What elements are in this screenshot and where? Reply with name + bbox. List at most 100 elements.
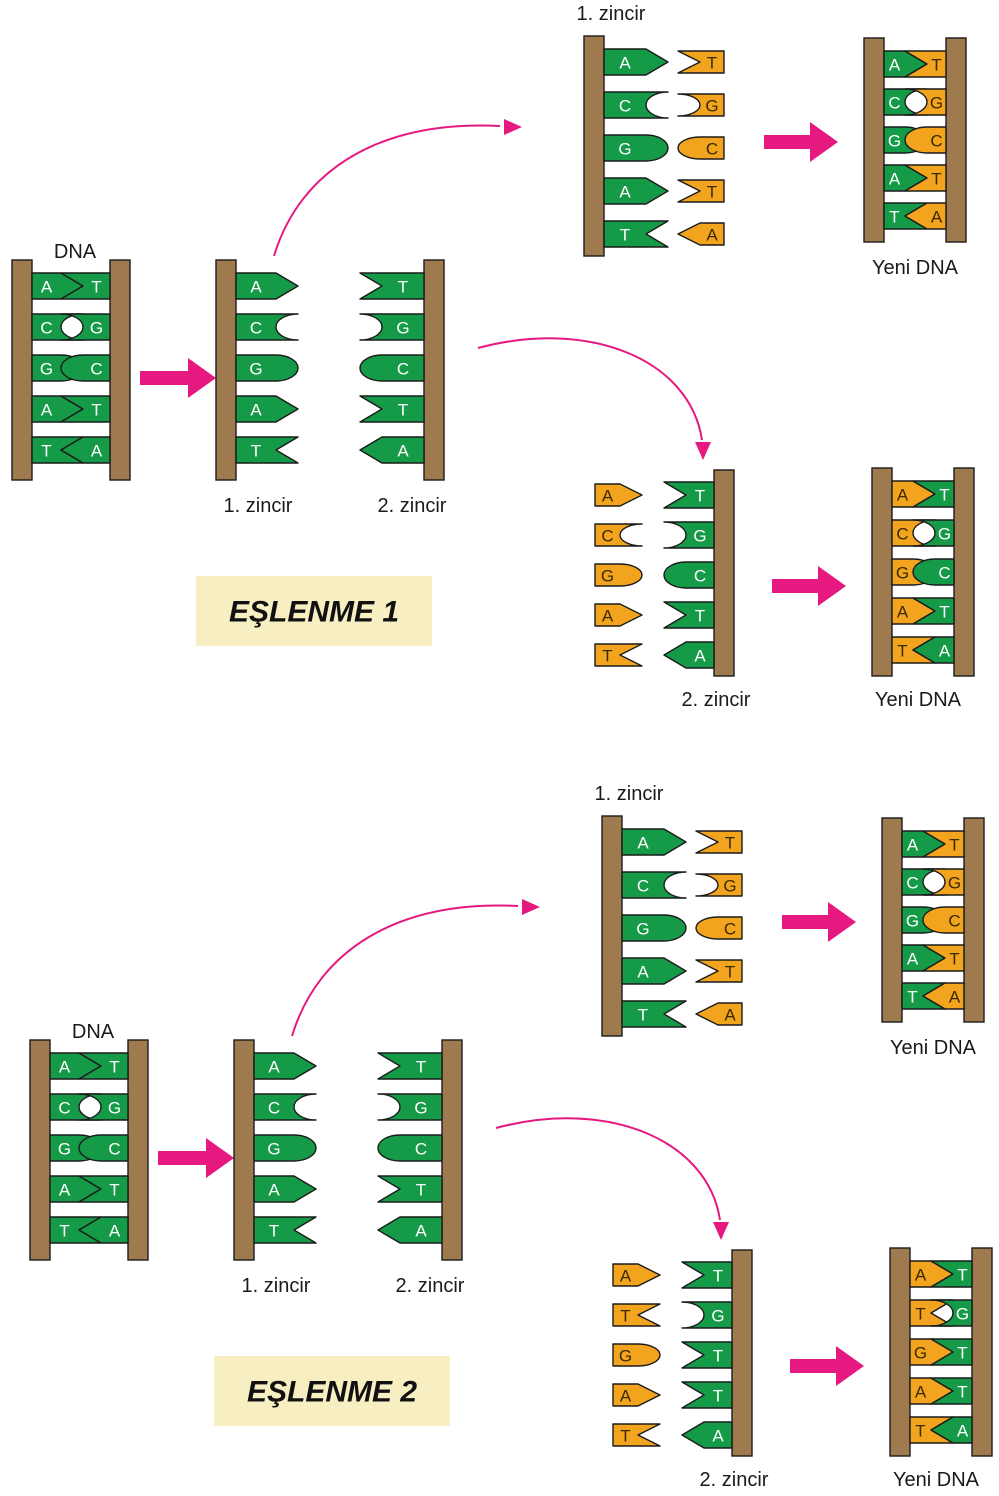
bottom-template-backbone bbox=[732, 1250, 752, 1456]
bottom-incoming-base-0-letter: A bbox=[620, 1267, 632, 1286]
strand1-backbone bbox=[216, 260, 236, 480]
scenario-title: EŞLENME 1 bbox=[229, 596, 399, 629]
bottom-incoming-base-4-letter: T bbox=[602, 647, 612, 666]
bottom-new-dna-pair-3-right-letter: T bbox=[957, 1383, 967, 1402]
original-dna-pair-0-right-letter: T bbox=[91, 278, 101, 297]
top-incoming-base-1-letter: G bbox=[723, 877, 736, 896]
top-template-base-1-shape bbox=[622, 872, 686, 898]
strand1-base-1-shape bbox=[254, 1094, 316, 1120]
strand1-base-0-letter: A bbox=[250, 278, 262, 297]
bottom-template-base-4-letter: A bbox=[694, 647, 706, 666]
strand2-base-2-letter: C bbox=[415, 1140, 427, 1159]
bottom-new-dna-pair-3-right-letter: T bbox=[939, 603, 949, 622]
bottom-new-dna-pair-2-left-letter: G bbox=[896, 564, 909, 583]
bottom-new-dna-pair-0-left-letter: A bbox=[897, 486, 909, 505]
top-new-dna-pair-3-right-letter: T bbox=[949, 950, 959, 969]
original-dna-pair-3-right-letter: T bbox=[109, 1181, 119, 1200]
bottom-incoming-base-2-letter: G bbox=[601, 567, 614, 586]
original-dna-pair-3-right-letter: T bbox=[91, 401, 101, 420]
strand1-base-2-letter: G bbox=[249, 360, 262, 379]
top-new-dna-pair-0-right-letter: T bbox=[949, 836, 959, 855]
bottom-template-base-0-letter: T bbox=[695, 487, 705, 506]
top-template-base-4-letter: T bbox=[638, 1006, 648, 1025]
top-new-dna-pair-2-right-letter: C bbox=[948, 912, 960, 931]
top-new-dna-left-backbone bbox=[882, 818, 902, 1022]
bottom-new-dna-left-backbone bbox=[872, 468, 892, 676]
top-template-base-4-shape bbox=[622, 1001, 686, 1027]
bottom-template-base-0-shape bbox=[664, 482, 714, 508]
strand2-base-0-shape bbox=[378, 1053, 442, 1079]
bottom-new-dna-pair-3-left-letter: A bbox=[915, 1383, 927, 1402]
bottom-template-base-3-shape bbox=[682, 1382, 732, 1408]
strand1-base-1-shape bbox=[236, 314, 298, 340]
top-ligation-arrow bbox=[782, 902, 856, 942]
strand1-base-2-letter: G bbox=[267, 1140, 280, 1159]
bottom-new-dna-pair-2-left-letter: G bbox=[914, 1344, 927, 1363]
bottom-new-dna-pair-0-left-letter: A bbox=[915, 1266, 927, 1285]
bottom-template-base-4-letter: A bbox=[712, 1427, 724, 1446]
strand2-base-4-letter: A bbox=[397, 442, 409, 461]
bottom-new-dna-right-backbone bbox=[972, 1248, 992, 1456]
bottom-template-base-3-shape bbox=[664, 602, 714, 628]
top-template-base-3-letter: A bbox=[619, 183, 631, 202]
strand2-base-4-letter: A bbox=[415, 1222, 427, 1241]
arrow-to-top-head bbox=[504, 119, 522, 135]
original-dna-pair-0-left-letter: A bbox=[59, 1058, 71, 1077]
bottom-ligation-arrow bbox=[790, 1346, 864, 1386]
top-template-base-2-shape bbox=[622, 915, 686, 941]
top-template-base-0-letter: A bbox=[619, 54, 631, 73]
top-new-dna-pair-1-left-letter: C bbox=[888, 94, 900, 113]
top-new-dna-pair-3-left-letter: A bbox=[889, 170, 901, 189]
strand2-base-1-shape bbox=[360, 314, 424, 340]
bottom-new-dna-pair-2-right-letter: T bbox=[957, 1344, 967, 1363]
top-new-dna-pair-0-left-letter: A bbox=[889, 56, 901, 75]
top-new-dna-pair-3-right-letter: T bbox=[931, 170, 941, 189]
strand2-base-3-shape bbox=[360, 396, 424, 422]
top-incoming-base-3-letter: T bbox=[725, 963, 735, 982]
bottom-incoming-base-0-letter: A bbox=[602, 487, 614, 506]
bottom-new-dna-pair-3-left-letter: A bbox=[897, 603, 909, 622]
scenario-title: EŞLENME 2 bbox=[247, 1376, 417, 1409]
top-incoming-base-4-letter: A bbox=[724, 1006, 736, 1025]
top-template-base-0-shape bbox=[604, 49, 668, 75]
arrow-to-top bbox=[292, 906, 518, 1036]
original-dna-pair-1-left-letter: C bbox=[58, 1099, 70, 1118]
bottom-template-base-1-letter: G bbox=[711, 1307, 724, 1326]
top-new-dna-pair-4-left-letter: T bbox=[889, 208, 899, 227]
separation-arrow bbox=[140, 358, 216, 398]
strand1-base-3-letter: A bbox=[250, 401, 262, 420]
top-incoming-base-2-letter: C bbox=[706, 140, 718, 159]
top-new-dna-pair-0-left-letter: A bbox=[907, 836, 919, 855]
top-incoming-base-4-letter: A bbox=[706, 226, 718, 245]
strand2-base-2-letter: C bbox=[397, 360, 409, 379]
original-dna-pair-0-right-letter: T bbox=[109, 1058, 119, 1077]
top-template-base-0-shape bbox=[622, 829, 686, 855]
top-new-dna-pair-4-right-letter: A bbox=[949, 988, 961, 1007]
strand1-base-0-shape bbox=[236, 273, 298, 299]
bottom-new-dna-label: Yeni DNA bbox=[893, 1469, 980, 1491]
strand2-base-0-shape bbox=[360, 273, 424, 299]
original-dna-pair-2-right-letter: C bbox=[108, 1140, 120, 1159]
bottom-incoming-base-4-letter: T bbox=[620, 1427, 630, 1446]
original-dna-left-backbone bbox=[12, 260, 32, 480]
original-dna-pair-2-left-letter: G bbox=[58, 1140, 71, 1159]
bottom-template-base-1-letter: G bbox=[693, 527, 706, 546]
top-template-base-1-shape bbox=[604, 92, 668, 118]
strand1-base-4-shape bbox=[236, 437, 298, 463]
bottom-template-base-4-shape bbox=[664, 642, 714, 668]
top-template-base-3-shape bbox=[604, 178, 668, 204]
strand1-base-0-shape bbox=[254, 1053, 316, 1079]
top-new-dna-label: Yeni DNA bbox=[872, 257, 959, 279]
strand2-base-1-shape bbox=[378, 1094, 442, 1120]
original-dna-pair-1-left-letter: C bbox=[40, 319, 52, 338]
strand1-backbone bbox=[234, 1040, 254, 1260]
strand2-backbone bbox=[442, 1040, 462, 1260]
original-dna-pair-4-left-letter: T bbox=[59, 1222, 69, 1241]
top-template-base-3-letter: A bbox=[637, 963, 649, 982]
top-template-base-0-letter: A bbox=[637, 834, 649, 853]
bottom-new-dna-pair-0-right-letter: T bbox=[939, 486, 949, 505]
strand2-base-2-shape bbox=[360, 355, 424, 381]
strand2-base-0-letter: T bbox=[398, 278, 408, 297]
original-dna-pair-4-left-letter: T bbox=[41, 442, 51, 461]
bottom-new-dna-left-backbone bbox=[890, 1248, 910, 1456]
